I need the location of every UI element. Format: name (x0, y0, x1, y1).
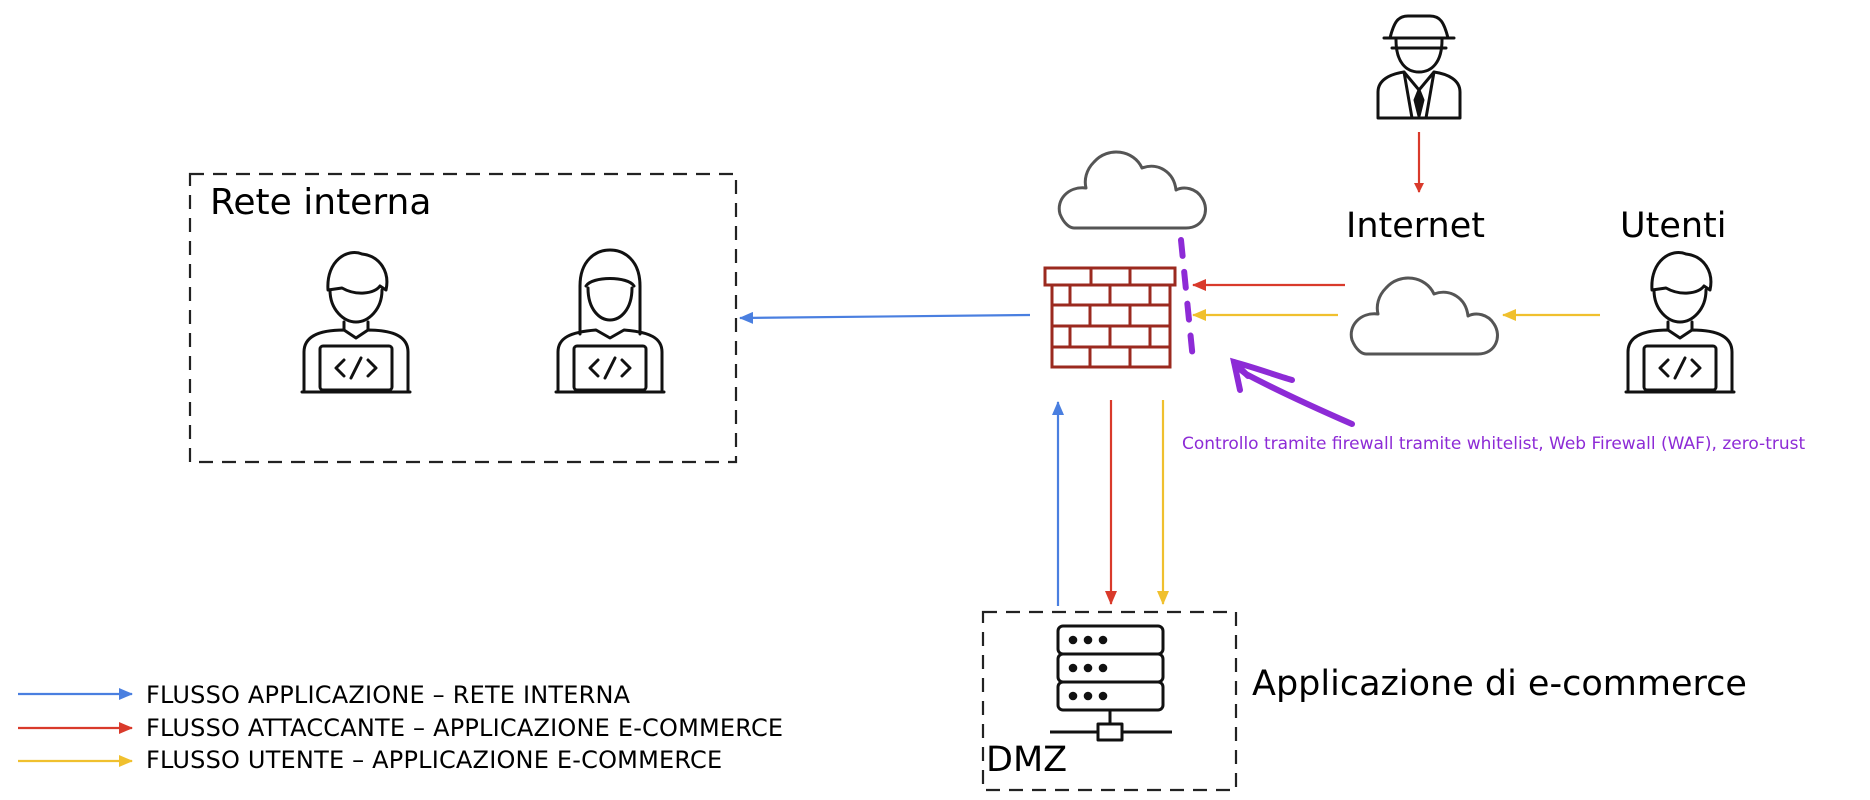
server-icon (1050, 624, 1172, 742)
legend-swatches (18, 688, 133, 767)
app-to-internal-arrow (739, 311, 1031, 324)
internet-label: Internet (1346, 206, 1485, 246)
developer-woman-icon (554, 248, 666, 394)
firewall-icon (1043, 266, 1177, 369)
ecommerce-app-label: Applicazione di e-commerce (1252, 664, 1747, 704)
dmz-zone (981, 610, 1238, 792)
legend-item-app-internal: FLUSSO APPLICAZIONE – RETE INTERNA (146, 681, 631, 709)
firewall-control-note: Controllo tramite firewall tramite white… (1182, 434, 1806, 454)
legend-item-user-ecommerce: FLUSSO UTENTE – APPLICAZIONE E-COMMERCE (146, 746, 723, 774)
internal-network-label: Rete interna (210, 182, 432, 223)
user-icon (1624, 251, 1736, 394)
cloud-icon (1057, 150, 1207, 230)
flow-arrows (739, 132, 1600, 606)
users-label: Utenti (1620, 206, 1727, 246)
developer-icon (300, 251, 412, 394)
firewall-control-annotation (1178, 237, 1355, 427)
internal-network-zone (188, 172, 738, 464)
attacker-icon (1376, 14, 1462, 120)
dmz-label: DMZ (986, 740, 1068, 780)
internet-cloud-icon (1349, 276, 1499, 356)
legend-item-attacker-ecommerce: FLUSSO ATTACCANTE – APPLICAZIONE E-COMME… (146, 714, 784, 742)
